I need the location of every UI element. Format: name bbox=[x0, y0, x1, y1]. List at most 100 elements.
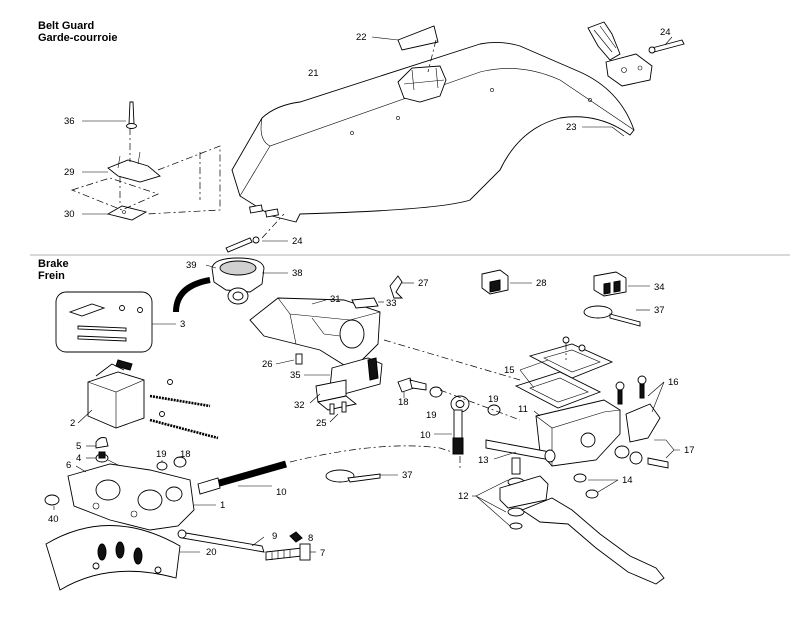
hardware-kit-box-3 bbox=[55, 291, 153, 353]
callout-12: 12 bbox=[458, 491, 469, 502]
washer-19a bbox=[429, 386, 443, 398]
rivet-36 bbox=[126, 101, 137, 129]
lever-pivot-12 bbox=[499, 457, 549, 530]
belt-guard-title-fr: Garde-courroie bbox=[38, 32, 118, 44]
callout-15: 15 bbox=[504, 365, 515, 376]
callout-16: 16 bbox=[668, 377, 679, 388]
callout-4: 4 bbox=[76, 453, 81, 464]
belt-guard-heading: Belt Guard Garde-courroie bbox=[38, 20, 117, 44]
piston-13 bbox=[485, 439, 556, 463]
banjo-bolt-18-top bbox=[397, 377, 427, 393]
callout-21: 21 bbox=[308, 68, 319, 79]
callout-11: 11 bbox=[518, 404, 528, 415]
callout-1: 1 bbox=[220, 500, 225, 511]
belt-guard-title-en: Belt Guard bbox=[38, 20, 95, 32]
callout-8: 8 bbox=[308, 533, 313, 544]
callout-34: 34 bbox=[654, 282, 665, 293]
harness-2a bbox=[149, 394, 211, 408]
callout-3: 3 bbox=[180, 319, 185, 330]
grommet-17a bbox=[614, 445, 630, 459]
callout-33: 33 bbox=[386, 298, 397, 309]
callout-6: 6 bbox=[66, 460, 71, 471]
screw-25b bbox=[341, 401, 347, 413]
callout-37: 37 bbox=[654, 305, 665, 316]
brake-light-switch-2 bbox=[87, 359, 145, 429]
screw-26 bbox=[295, 353, 303, 365]
cap-5 bbox=[95, 437, 109, 449]
plate-30 bbox=[106, 205, 148, 221]
callout-23: 23 bbox=[566, 122, 577, 133]
callout-5: 5 bbox=[76, 441, 81, 452]
callout-31: 31 bbox=[330, 294, 341, 305]
callout-18b: 18 bbox=[180, 449, 191, 460]
grommet-17b bbox=[629, 451, 643, 465]
callout-19b: 19 bbox=[488, 394, 499, 405]
callout-36: 36 bbox=[64, 116, 75, 127]
callout-40: 40 bbox=[48, 514, 59, 525]
screw-25a bbox=[329, 403, 335, 415]
switch-housing-31 bbox=[249, 297, 381, 371]
cable-tie-37-bottom bbox=[325, 469, 381, 483]
harness-2b bbox=[149, 418, 219, 440]
bracket-32 bbox=[315, 379, 358, 411]
banjo-fitting-10 bbox=[450, 395, 470, 455]
brake-lever bbox=[521, 497, 665, 585]
callout-18: 18 bbox=[398, 397, 409, 408]
callout-20: 20 bbox=[206, 547, 217, 558]
callout-28: 28 bbox=[536, 278, 547, 289]
callout-24: 24 bbox=[660, 27, 671, 38]
washer-19b bbox=[487, 404, 501, 416]
callout-39: 39 bbox=[186, 260, 197, 271]
lever-9 bbox=[179, 531, 265, 553]
callout-9: 9 bbox=[272, 531, 277, 542]
caliper-6 bbox=[67, 463, 195, 531]
callout-2: 2 bbox=[70, 418, 75, 429]
callout-14: 14 bbox=[622, 475, 633, 486]
callout-30: 30 bbox=[64, 209, 75, 220]
brake-title-en: Brake bbox=[38, 258, 69, 270]
callout-37b: 37 bbox=[402, 470, 413, 481]
callout-17: 17 bbox=[684, 445, 695, 456]
label-33 bbox=[351, 297, 379, 309]
callout-19c: 19 bbox=[156, 449, 167, 460]
connector-34 bbox=[593, 271, 627, 297]
bleeder-4 bbox=[95, 451, 109, 463]
nut-8 bbox=[289, 531, 303, 543]
washer-19c bbox=[156, 461, 168, 471]
washer-14a bbox=[573, 473, 587, 483]
clip-27 bbox=[389, 275, 404, 299]
callout-7: 7 bbox=[320, 548, 325, 559]
bolt-7 bbox=[265, 543, 311, 561]
connector-28 bbox=[481, 269, 509, 295]
brake-disc-20 bbox=[45, 525, 181, 591]
callout-27: 27 bbox=[418, 278, 429, 289]
washer-40 bbox=[44, 494, 60, 506]
callout-10b: 10 bbox=[276, 487, 287, 498]
callout-26: 26 bbox=[262, 359, 273, 370]
callout-24b: 24 bbox=[292, 236, 303, 247]
reservoir-38 bbox=[211, 257, 265, 305]
rivet-24-bottom bbox=[225, 237, 253, 253]
clip-assembly-right bbox=[587, 21, 653, 87]
callout-19: 19 bbox=[426, 410, 437, 421]
washer-14b bbox=[585, 489, 599, 499]
callout-35: 35 bbox=[290, 370, 301, 381]
callout-13: 13 bbox=[478, 455, 489, 466]
brake-title-fr: Frein bbox=[38, 270, 65, 282]
brake-heading: Brake Frein bbox=[38, 258, 69, 282]
callout-25: 25 bbox=[316, 418, 327, 429]
pin-17 bbox=[647, 457, 669, 469]
callout-32: 32 bbox=[294, 400, 305, 411]
cover-15 bbox=[514, 343, 614, 409]
callout-38: 38 bbox=[292, 268, 303, 279]
callout-10: 10 bbox=[420, 430, 431, 441]
belt-guard-part-21 bbox=[231, 41, 635, 223]
callout-29: 29 bbox=[64, 167, 75, 178]
label-tag-22 bbox=[397, 25, 439, 51]
bracket-29 bbox=[107, 151, 161, 183]
callout-22: 22 bbox=[356, 32, 367, 43]
brake-line-10 bbox=[215, 460, 287, 488]
clamp-16 bbox=[625, 403, 661, 443]
guard-bracket bbox=[397, 65, 447, 103]
